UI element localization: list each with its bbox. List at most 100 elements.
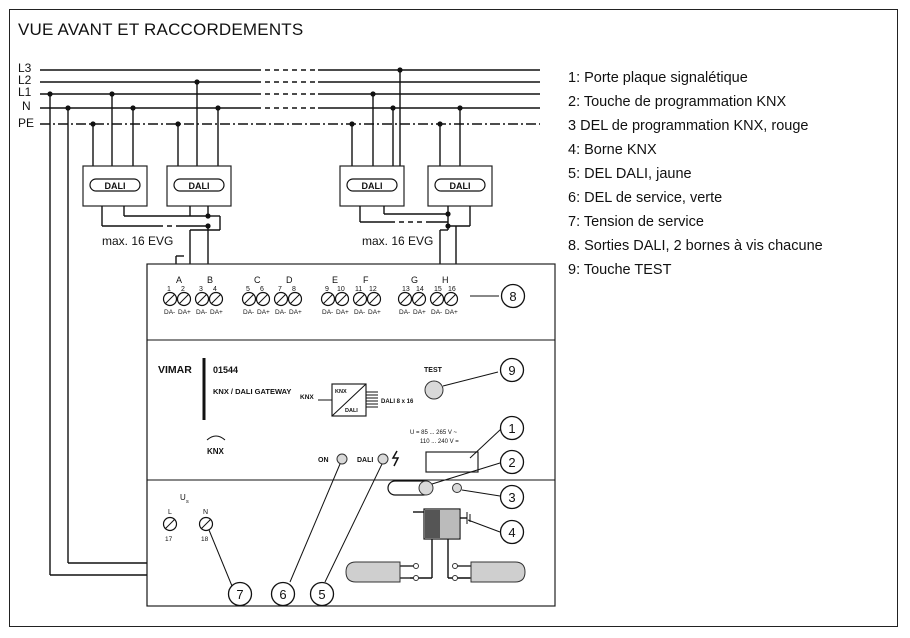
legend-item-2: 2: Touche de programmation KNX xyxy=(568,94,787,110)
callout-2: 2 xyxy=(499,449,525,475)
svg-text:13: 13 xyxy=(402,286,410,293)
svg-text:16: 16 xyxy=(448,286,456,293)
test-button-label: TEST xyxy=(424,367,443,374)
svg-text:DA+: DA+ xyxy=(178,309,191,316)
terminal-polarity: DA-DA+ DA-DA+ DA-DA+ DA-DA+ DA-DA+ DA-DA… xyxy=(164,309,458,316)
diagram-frame xyxy=(9,9,898,627)
svg-text:12: 12 xyxy=(369,286,377,293)
svg-text:9: 9 xyxy=(508,363,515,378)
svg-text:F: F xyxy=(363,275,369,285)
bus-label-l3: L3 xyxy=(18,61,32,75)
svg-text:DA-: DA- xyxy=(354,309,365,316)
svg-text:8: 8 xyxy=(509,289,516,304)
svg-text:KNX: KNX xyxy=(300,394,314,401)
svg-text:DA+: DA+ xyxy=(210,309,223,316)
service-led xyxy=(336,453,348,465)
svg-text:2: 2 xyxy=(181,286,185,293)
svg-text:DA-: DA- xyxy=(243,309,254,316)
svg-text:7: 7 xyxy=(236,587,243,602)
terminal-group-letters: A B C D E F G H xyxy=(176,275,449,285)
ballast-4-label: DALI xyxy=(450,181,471,191)
callout-4: 4 xyxy=(499,519,525,545)
svg-text:11: 11 xyxy=(355,286,362,293)
svg-text:s: s xyxy=(186,499,189,505)
programming-button[interactable] xyxy=(418,480,434,496)
ballast-3: DALI xyxy=(339,165,405,207)
knx-bus-cables xyxy=(345,561,526,583)
lightning-icon xyxy=(391,450,400,467)
knx-logo: KNX xyxy=(206,435,226,456)
svg-text:G: G xyxy=(411,275,418,285)
svg-text:3: 3 xyxy=(508,490,515,505)
svg-text:DA-: DA- xyxy=(431,309,442,316)
svg-text:5: 5 xyxy=(318,587,325,602)
legend-item-6: 6: DEL de service, verte xyxy=(568,190,723,206)
supply-spec-line1: U = 85 ... 265 V ~ xyxy=(410,430,458,436)
nameplate-holder xyxy=(425,451,479,473)
svg-text:17: 17 xyxy=(165,536,173,543)
svg-text:N: N xyxy=(203,509,208,516)
svg-text:DA+: DA+ xyxy=(413,309,426,316)
svg-text:B: B xyxy=(207,275,213,285)
bus-lines xyxy=(40,69,540,125)
legend-item-8: 8. Sorties DALI, 2 bornes à vis chacune xyxy=(568,238,823,254)
ballast-1-label: DALI xyxy=(105,181,126,191)
gateway-block-symbol: KNX KNX DALI DALI 8 x 16 xyxy=(300,383,414,417)
max-evg-label-left: max. 16 EVG xyxy=(102,234,173,248)
svg-text:KNX: KNX xyxy=(207,447,225,456)
callout-leaders xyxy=(208,295,502,587)
svg-text:3: 3 xyxy=(199,286,203,293)
dali-led xyxy=(377,453,389,465)
legend-item-9: 9: Touche TEST xyxy=(568,262,672,278)
svg-text:A: A xyxy=(176,275,182,285)
brand-logo: VIMAR xyxy=(158,364,192,376)
svg-text:DA-: DA- xyxy=(275,309,286,316)
svg-text:6: 6 xyxy=(279,587,286,602)
svg-text:2: 2 xyxy=(508,455,515,470)
legend-item-1: 1: Porte plaque signalétique xyxy=(568,70,748,86)
page-title: VUE AVANT ET RACCORDEMENTS xyxy=(18,20,304,39)
svg-text:14: 14 xyxy=(416,286,424,293)
svg-text:4: 4 xyxy=(213,286,217,293)
svg-text:D: D xyxy=(286,275,293,285)
svg-text:DA-: DA- xyxy=(399,309,410,316)
svg-text:E: E xyxy=(332,275,338,285)
callout-6: 6 xyxy=(270,581,296,607)
svg-text:DA+: DA+ xyxy=(368,309,381,316)
svg-text:DA-: DA- xyxy=(164,309,175,316)
svg-text:9: 9 xyxy=(325,286,329,293)
ballast-drops xyxy=(90,67,463,166)
on-led-label: ON xyxy=(318,457,329,464)
ballast-2: DALI xyxy=(166,165,232,207)
callout-1: 1 xyxy=(499,415,525,441)
legend-item-7: 7: Tension de service xyxy=(568,214,704,230)
svg-text:DALI: DALI xyxy=(345,408,358,414)
svg-text:DA-: DA- xyxy=(196,309,207,316)
legend-item-3: 3 DEL de programmation KNX, rouge xyxy=(568,118,809,134)
svg-text:C: C xyxy=(254,275,261,285)
callout-7: 7 xyxy=(227,581,253,607)
callout-5: 5 xyxy=(309,581,335,607)
ballast-4: DALI xyxy=(427,165,493,207)
svg-text:H: H xyxy=(442,275,449,285)
callout-8: 8 xyxy=(500,283,526,309)
test-button[interactable] xyxy=(424,380,444,400)
svg-text:4: 4 xyxy=(508,525,515,540)
svg-text:DALI 8 x 16: DALI 8 x 16 xyxy=(381,399,414,405)
ballast-1: DALI xyxy=(82,165,148,207)
svg-text:U: U xyxy=(180,493,186,502)
svg-text:DA+: DA+ xyxy=(257,309,270,316)
svg-text:5: 5 xyxy=(246,286,250,293)
svg-text:DA+: DA+ xyxy=(289,309,302,316)
bus-label-n: N xyxy=(22,99,31,113)
max-evg-label-right: max. 16 EVG xyxy=(362,234,433,248)
callout-3: 3 xyxy=(499,484,525,510)
svg-text:15: 15 xyxy=(434,286,442,293)
programming-led xyxy=(452,483,462,493)
legend-list: 1: Porte plaque signalétique 2: Touche d… xyxy=(568,66,823,282)
svg-text:1: 1 xyxy=(508,421,515,436)
dali-output-terminals xyxy=(162,291,459,307)
svg-text:DA+: DA+ xyxy=(336,309,349,316)
knx-terminal xyxy=(410,508,471,579)
